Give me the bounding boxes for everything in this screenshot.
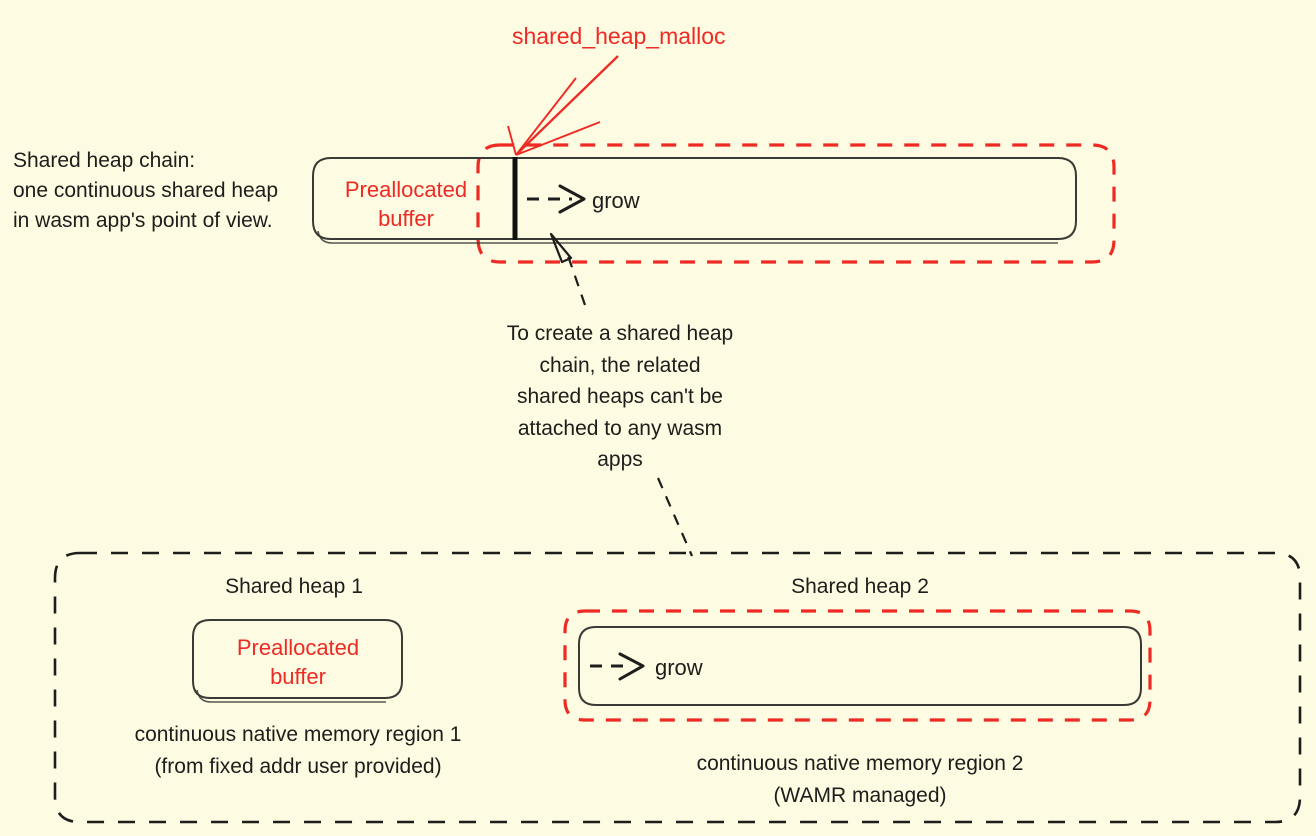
top-bar-shadow bbox=[317, 230, 1058, 244]
malloc-arrow-head bbox=[507, 77, 601, 156]
shared-heap-2-red-dashed-region bbox=[563, 609, 1152, 722]
shared-heap-2-grow-label: grow bbox=[655, 655, 703, 680]
mid-annotation-leader-lower bbox=[656, 477, 694, 557]
native-memory-region-1-caption: continuous native memory region 1 (from … bbox=[134, 723, 462, 778]
top-shared-heap-bar bbox=[312, 157, 1077, 240]
top-grow-label: grow bbox=[592, 188, 640, 213]
shared-heap-2-title: Shared heap 2 bbox=[791, 575, 929, 598]
shared-heap-chain-constraint-note: To create a shared heap chain, the relat… bbox=[506, 322, 734, 471]
shared-heap-1-box bbox=[192, 619, 403, 699]
mid-annotation-arrow-head bbox=[549, 232, 573, 264]
top-preallocated-buffer-label: Preallocated buffer bbox=[344, 177, 468, 232]
sh2-grow-arrow-head bbox=[618, 652, 645, 681]
shared-heap-1-preallocated-buffer-label: Preallocated buffer bbox=[236, 635, 360, 690]
shared-heap-2-box bbox=[578, 626, 1142, 706]
native-memory-outer-container bbox=[53, 551, 1302, 824]
native-memory-region-2-caption: continuous native memory region 2 (WAMR … bbox=[696, 752, 1024, 807]
malloc-arrow-shaft bbox=[518, 55, 619, 153]
shared-heap-chain-note: Shared heap chain: one continuous shared… bbox=[13, 149, 279, 233]
shared-heap-1-box-shadow bbox=[196, 689, 386, 703]
shared-heap-1-title: Shared heap 1 bbox=[225, 575, 363, 598]
shared-heap-malloc-label: shared_heap_malloc bbox=[512, 23, 726, 49]
top-grow-arrow-head bbox=[558, 184, 586, 214]
